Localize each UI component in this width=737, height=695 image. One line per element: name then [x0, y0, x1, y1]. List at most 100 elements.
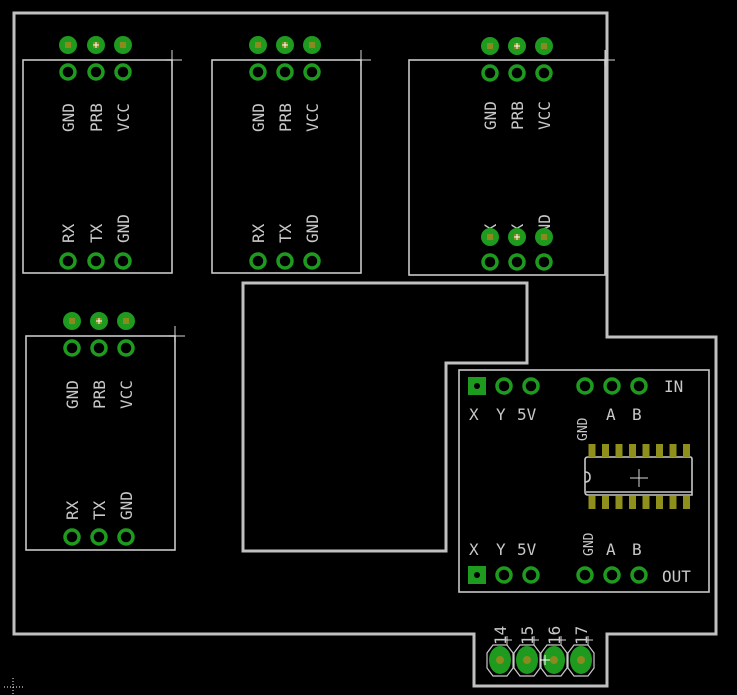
- top-b-label: B: [632, 405, 642, 424]
- connector-pin-14: [486, 636, 514, 677]
- bottom-pin-label-rx: RX: [249, 223, 268, 243]
- ic-pin-bottom: [669, 496, 677, 509]
- header-pad: [508, 37, 526, 55]
- top-pin-pad: [90, 339, 108, 357]
- top-pin-pad: [87, 63, 105, 81]
- bottom-pin-label-gnd: GND: [303, 214, 322, 243]
- module-outline: [211, 59, 362, 274]
- top-pin-label-vcc: VCC: [114, 103, 133, 132]
- bottom-pin-pad: [59, 252, 77, 270]
- overlay-pad: [481, 228, 499, 246]
- top-pin-label-gnd: GND: [481, 101, 500, 130]
- pad-drill: [541, 43, 547, 49]
- connector-pin-16: [540, 636, 568, 677]
- ic-pin-top: [669, 444, 677, 457]
- top-pin-label-gnd: GND: [63, 380, 82, 409]
- pad-drill: [309, 42, 315, 48]
- in-pin-pad: [495, 377, 513, 395]
- header-pad: [63, 312, 81, 330]
- connector-pin-15: [513, 636, 541, 677]
- top-gnd-label: GND: [576, 417, 591, 441]
- ic-pin-top: [602, 444, 609, 457]
- bottom-pin-pad: [535, 253, 553, 271]
- connector-pin-17: [567, 636, 595, 677]
- pad-drill: [69, 318, 75, 324]
- bottom-y-label: Y: [496, 540, 506, 559]
- origin-crosshair: [4, 678, 23, 695]
- out-pin-pad: [576, 566, 594, 584]
- header-pad: [249, 36, 267, 54]
- bottom-pin-pad: [249, 252, 267, 270]
- connector-label-17: 17: [572, 626, 591, 645]
- ic-pin-top: [642, 444, 650, 457]
- top-pin-pad: [481, 64, 499, 82]
- top-a-label: A: [606, 405, 616, 424]
- top-pin-label-vcc: VCC: [303, 103, 322, 132]
- header-pad: [303, 36, 321, 54]
- header-pad: [276, 36, 294, 54]
- connector-label-16: 16: [545, 626, 564, 645]
- in-pin-pad: [630, 377, 648, 395]
- bottom-a-label: A: [606, 540, 616, 559]
- bottom-x-label: X: [469, 540, 479, 559]
- header-pad: [481, 37, 499, 55]
- bottom-pin-pad: [276, 252, 294, 270]
- bottom-pin-pad: [481, 253, 499, 271]
- header-pad: [535, 37, 553, 55]
- square-pad: [468, 377, 486, 395]
- pad-drill: [65, 42, 71, 48]
- header-pad: [117, 312, 135, 330]
- ic-pin-top: [683, 444, 690, 457]
- bottom-pin-pad: [63, 528, 81, 546]
- bottom-pin-pad: [90, 528, 108, 546]
- bottom-pin-pad: [114, 252, 132, 270]
- top-pin-pad: [114, 63, 132, 81]
- bottom-5v-label: 5V: [517, 540, 537, 559]
- ic-pin-bottom: [642, 496, 650, 509]
- in-pin-pad: [603, 377, 621, 395]
- out-pin-pad: [495, 566, 513, 584]
- ic-pin-top: [656, 444, 663, 457]
- ic-chip: [584, 444, 693, 509]
- header-pad: [90, 312, 108, 330]
- top-pin-pad: [249, 63, 267, 81]
- square-pad: [468, 566, 486, 584]
- bottom-pin-label-tx: TX: [276, 223, 295, 243]
- bottom-b-label: B: [632, 540, 642, 559]
- ic-body: [584, 456, 693, 496]
- ic-pin-top: [629, 444, 636, 457]
- top-pin-label-prb: PRB: [87, 103, 106, 132]
- ic-pin-bottom: [683, 496, 690, 509]
- ic-pin-bottom: [656, 496, 663, 509]
- ic-pin-bottom: [615, 496, 623, 509]
- overlay-pad: [535, 228, 553, 246]
- top-pin-pad: [117, 339, 135, 357]
- in-pin-pad: [522, 377, 540, 395]
- top-pin-pad: [535, 64, 553, 82]
- top-pin-label-vcc: VCC: [117, 380, 136, 409]
- top-pin-pad: [276, 63, 294, 81]
- bottom-gnd-label: GND: [582, 532, 597, 556]
- overlay-pad: [508, 228, 526, 246]
- module-outline: [25, 335, 176, 551]
- header-pad: [87, 36, 105, 54]
- transceiver-module: IN OUT X Y 5V GND A B X Y 5V GND A B: [458, 369, 710, 593]
- out-pin-pad: [522, 566, 540, 584]
- ic-notch: [584, 471, 591, 483]
- ic-pin-bottom: [588, 496, 596, 509]
- top-pin-label-prb: PRB: [90, 380, 109, 409]
- transceiver-outline: [458, 369, 710, 593]
- pad-drill: [120, 42, 126, 48]
- pad-drill: [541, 234, 547, 240]
- pad-drill: [123, 318, 129, 324]
- ic-pin-top: [588, 444, 596, 457]
- pad-drill: [487, 234, 493, 240]
- bottom-pin-label-gnd: GND: [114, 214, 133, 243]
- connector-label-15: 15: [518, 626, 537, 645]
- bottom-pin-pad: [117, 528, 135, 546]
